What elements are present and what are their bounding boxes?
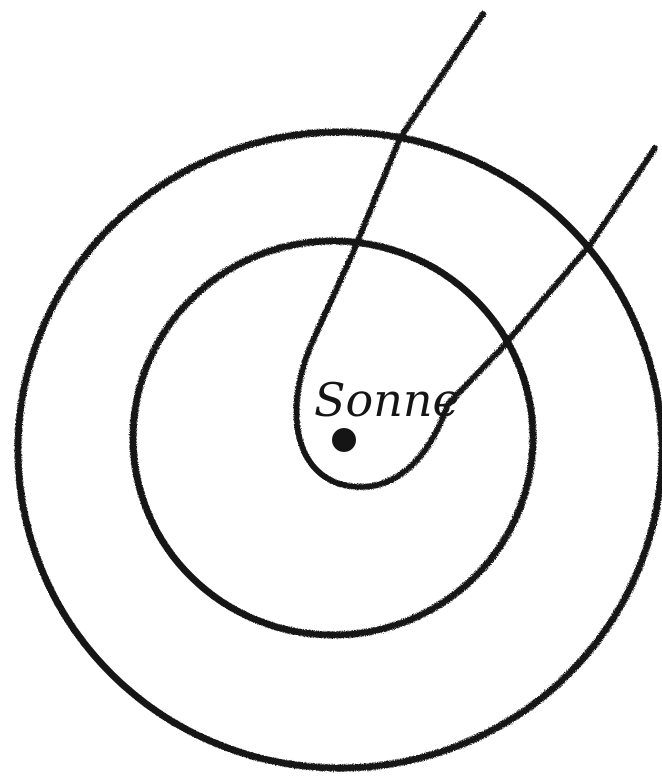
sun-label: Sonne (314, 373, 460, 427)
sun-marker (332, 428, 356, 452)
